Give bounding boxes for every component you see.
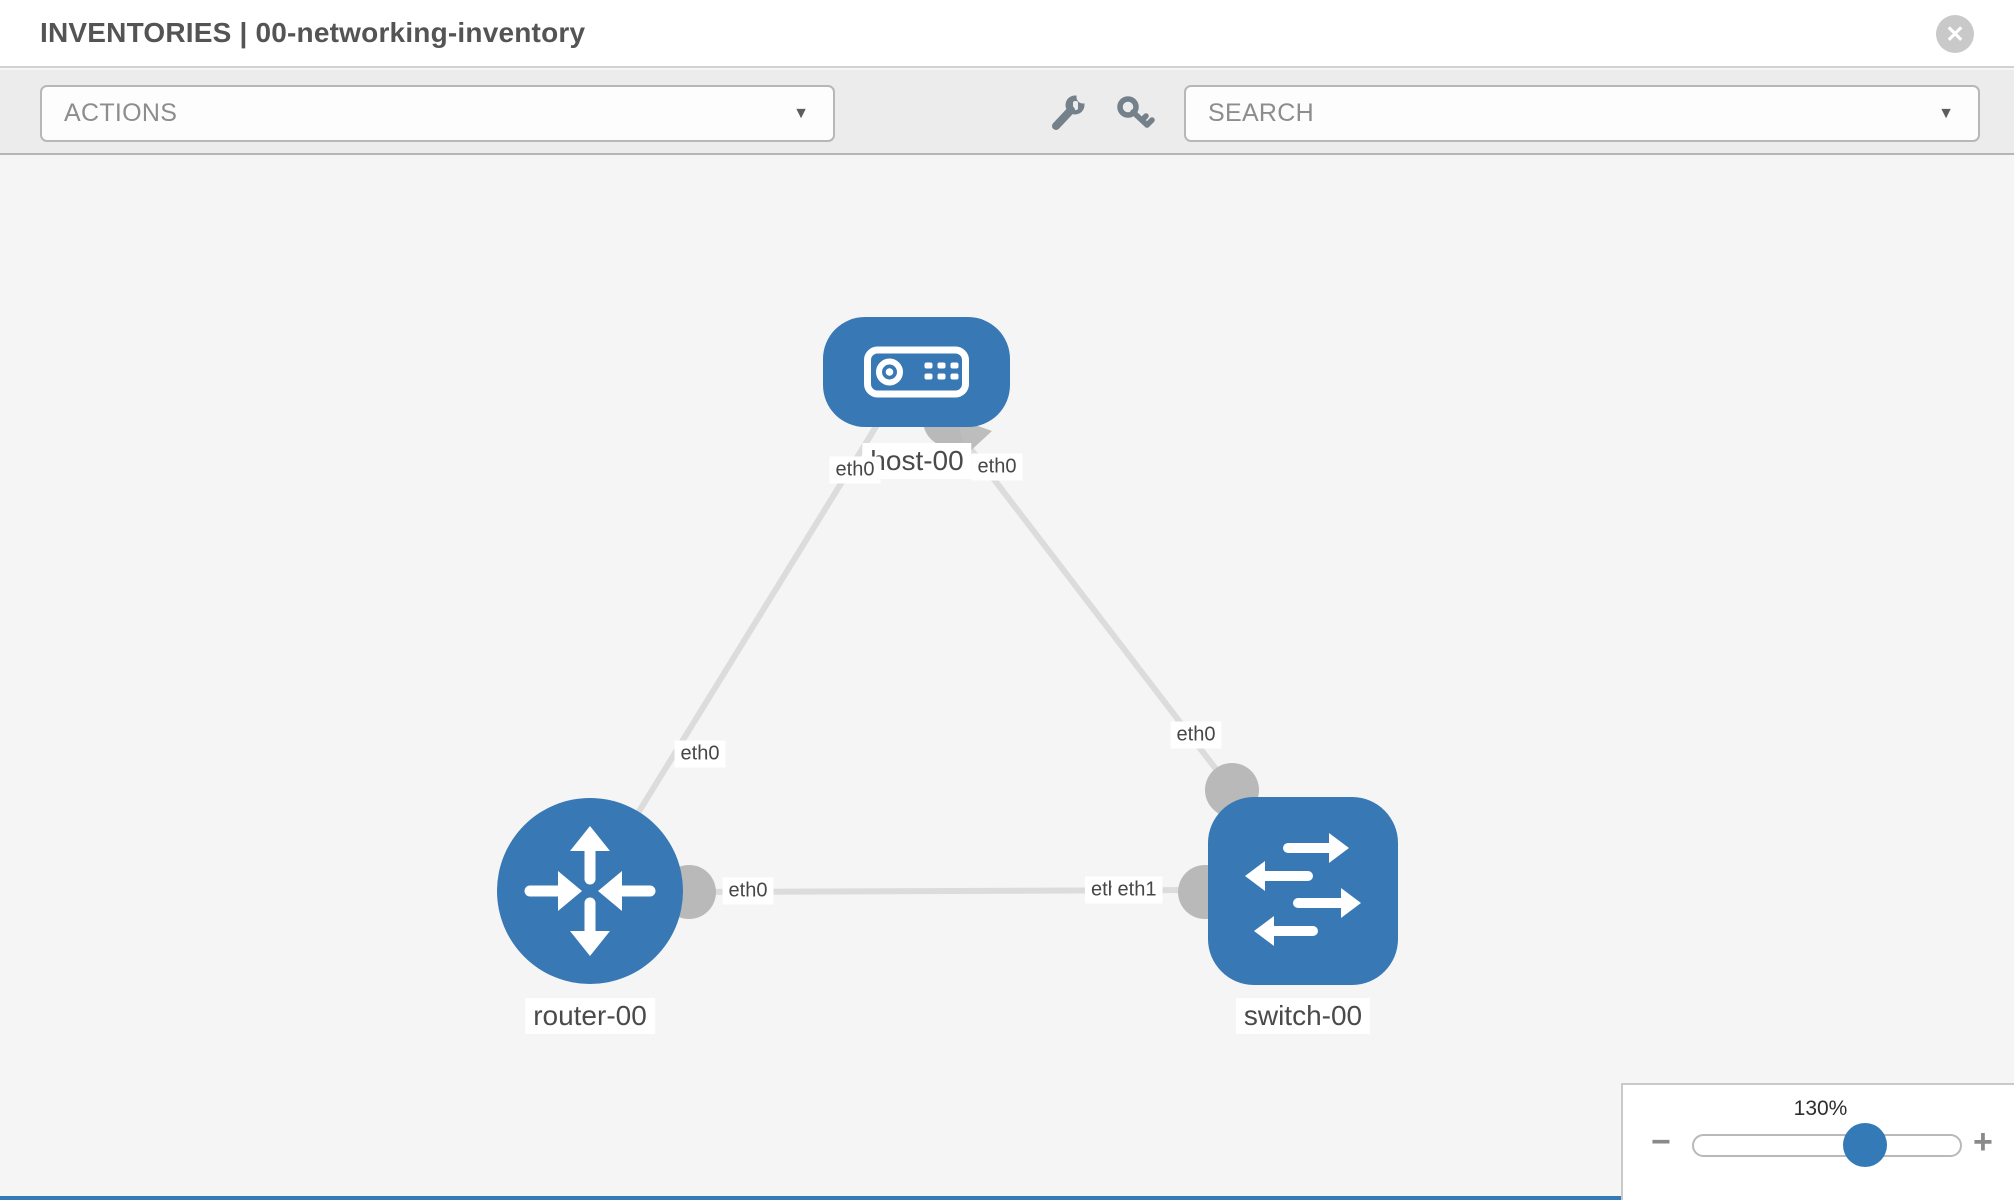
page-title: INVENTORIES | 00-networking-inventory (40, 17, 586, 48)
node-router-00[interactable] (497, 798, 683, 984)
toolbar: ACTIONS ▼ SEARCH ▼ (0, 70, 2014, 155)
server-icon (864, 346, 969, 398)
zoom-slider-thumb[interactable] (1843, 1123, 1887, 1167)
tools-button[interactable] (1045, 92, 1089, 136)
links-layer (587, 393, 1259, 919)
chevron-down-icon: ▼ (793, 104, 809, 122)
interface-label-switch-eth1: eth1 (1111, 876, 1163, 904)
router-icon (524, 826, 656, 956)
topology-canvas[interactable]: host-00 router-00 switch-00 eth0 eth0 et… (0, 157, 2014, 1200)
header: INVENTORIES | 00-networking-inventory ✕ (0, 0, 2014, 68)
zoom-slider[interactable] (1692, 1134, 1962, 1157)
zoom-panel: 130% − + (1621, 1083, 2014, 1200)
wrench-icon (1052, 93, 1088, 130)
actions-dropdown[interactable]: ACTIONS ▼ (40, 85, 835, 142)
interface-label-router-eth0-uplink: eth0 (674, 740, 726, 768)
actions-dropdown-label: ACTIONS (64, 99, 178, 127)
key-icon (1117, 96, 1155, 128)
credentials-button[interactable] (1113, 92, 1157, 136)
zoom-level-label: 130% (1793, 1097, 1848, 1120)
search-dropdown-label: SEARCH (1208, 99, 1314, 127)
interface-label-host-eth0-right: eth0 (971, 453, 1023, 481)
search-dropdown[interactable]: SEARCH ▼ (1184, 85, 1980, 142)
node-label-switch: switch-00 (1235, 998, 1371, 1034)
node-host-00[interactable] (823, 317, 1010, 427)
zoom-out-button[interactable]: − (1651, 1123, 1671, 1161)
interface-label-switch-eth0-uplink: eth0 (1170, 721, 1222, 749)
interface-label-router-eth0-right: eth0 (722, 877, 774, 905)
node-label-host: host-00 (862, 443, 972, 479)
bottom-accent-bar (0, 1196, 1621, 1200)
close-button[interactable]: ✕ (1936, 15, 1974, 53)
interface-label-host-eth0-left: eth0 (829, 456, 881, 484)
zoom-in-button[interactable]: + (1973, 1123, 1993, 1161)
node-switch-00[interactable] (1208, 797, 1398, 985)
close-icon: ✕ (1945, 20, 1965, 47)
switch-icon (1245, 833, 1361, 946)
node-label-router: router-00 (525, 998, 655, 1034)
chevron-down-icon: ▼ (1938, 104, 1954, 122)
